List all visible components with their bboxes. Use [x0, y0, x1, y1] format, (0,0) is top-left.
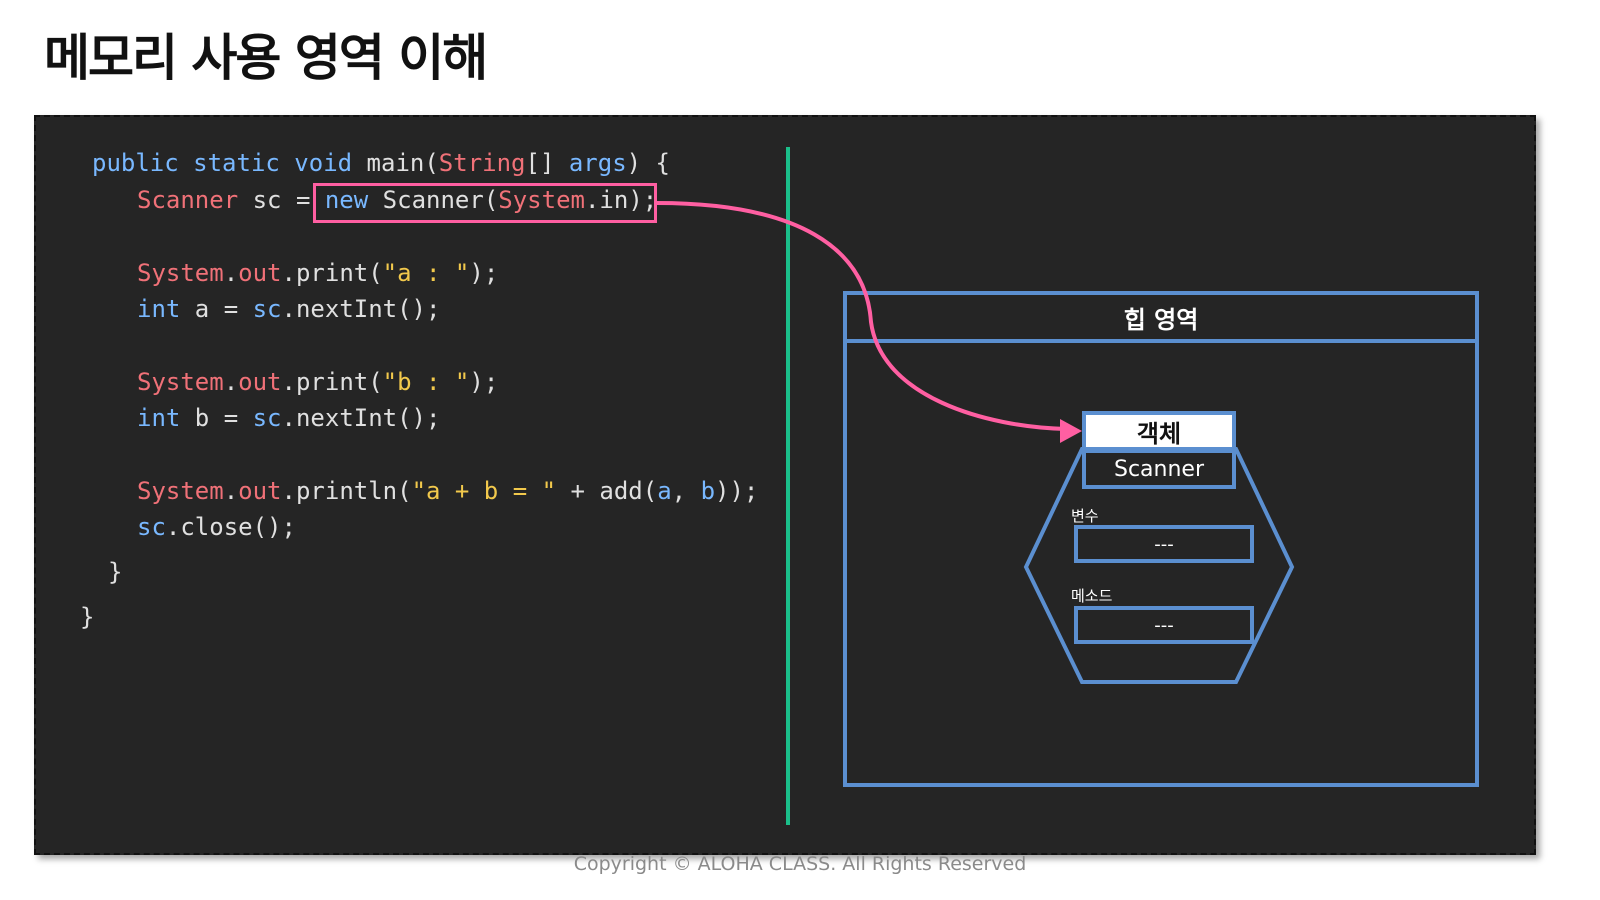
code-token: Scanner( — [368, 186, 499, 214]
stack-heap-divider — [786, 147, 790, 825]
code-token: .nextInt(); — [281, 295, 441, 323]
code-token: b — [700, 477, 716, 505]
code-token: System — [498, 186, 585, 214]
object-hexagon — [1023, 447, 1295, 684]
code-token: ); — [469, 259, 499, 287]
code-block: public static void main(String[] args) {… — [36, 117, 758, 677]
code-token: . — [223, 477, 239, 505]
new-scanner-highlight — [313, 183, 657, 223]
methods-box: --- — [1074, 606, 1254, 644]
heap-area: 힙 영역 — [843, 291, 1479, 787]
code-token: String — [438, 149, 526, 177]
code-line-7: System.out.println("a + b = " + add(a, b… — [137, 477, 758, 505]
code-token: .println( — [281, 477, 412, 505]
code-line-3: System.out.print("a : "); — [137, 259, 498, 287]
reference-arrow-line — [656, 201, 1067, 431]
code-token: "a : " — [382, 259, 470, 287]
code-token: System — [137, 259, 224, 287]
code-token: out — [238, 368, 282, 396]
code-token: ); — [469, 368, 499, 396]
code-token: .print( — [281, 368, 383, 396]
page-title: 메모리 사용 영역 이해 — [44, 29, 488, 87]
object-title: 객체 — [1082, 411, 1236, 451]
code-token: a — [657, 477, 672, 505]
code-line-2: Scanner sc = new Scanner(System.in); — [137, 186, 657, 214]
code-token: .print( — [281, 259, 383, 287]
code-token: .nextInt(); — [281, 404, 441, 432]
code-token: out — [238, 477, 282, 505]
reference-arrow-head — [1060, 419, 1082, 443]
code-token: int — [137, 404, 181, 432]
code-token: Scanner — [137, 186, 239, 214]
code-token: , — [671, 477, 701, 505]
code-token: sc — [137, 513, 166, 541]
code-line-9: } — [108, 558, 123, 586]
code-token: new — [324, 186, 369, 214]
code-token: .close(); — [165, 513, 296, 541]
code-token: a = — [180, 295, 253, 323]
code-token: int — [137, 295, 181, 323]
code-line-10: } — [80, 603, 95, 631]
diagram-overlay — [656, 201, 1295, 684]
code-token: args — [568, 149, 627, 177]
code-token: + add( — [556, 477, 658, 505]
code-line-1: public static void main(String[] args) { — [92, 149, 670, 177]
heap-area-title: 힙 영역 — [847, 295, 1475, 343]
code-token: .in); — [584, 186, 658, 214]
code-token: ) { — [626, 149, 671, 177]
code-token: b = — [180, 404, 253, 432]
methods-label: 메소드 — [1071, 587, 1113, 605]
code-token: out — [238, 259, 282, 287]
code-token: System — [137, 368, 224, 396]
code-token: )); — [715, 477, 759, 505]
code-token: System — [137, 477, 224, 505]
code-token: . — [223, 368, 239, 396]
code-token: sc = — [238, 186, 325, 214]
code-line-8: sc.close(); — [137, 513, 296, 541]
object-class-name: Scanner — [1082, 449, 1236, 489]
fields-label: 변수 — [1071, 507, 1099, 525]
code-token: "a + b = " — [411, 477, 557, 505]
code-token: sc — [252, 404, 282, 432]
code-token: . — [223, 259, 239, 287]
copyright-text: Copyright © ALOHA CLASS. All Rights Rese… — [573, 853, 1027, 875]
diagram-panel: public static void main(String[] args) {… — [34, 115, 1536, 855]
code-line-5: System.out.print("b : "); — [137, 368, 498, 396]
code-token: "b : " — [382, 368, 470, 396]
code-token: public static void — [92, 149, 367, 177]
code-token: [] — [525, 149, 569, 177]
code-token: sc — [252, 295, 282, 323]
code-line-4: int a = sc.nextInt(); — [137, 295, 440, 323]
code-line-6: int b = sc.nextInt(); — [137, 404, 440, 432]
code-token: main( — [366, 149, 439, 177]
fields-box: --- — [1074, 525, 1254, 563]
